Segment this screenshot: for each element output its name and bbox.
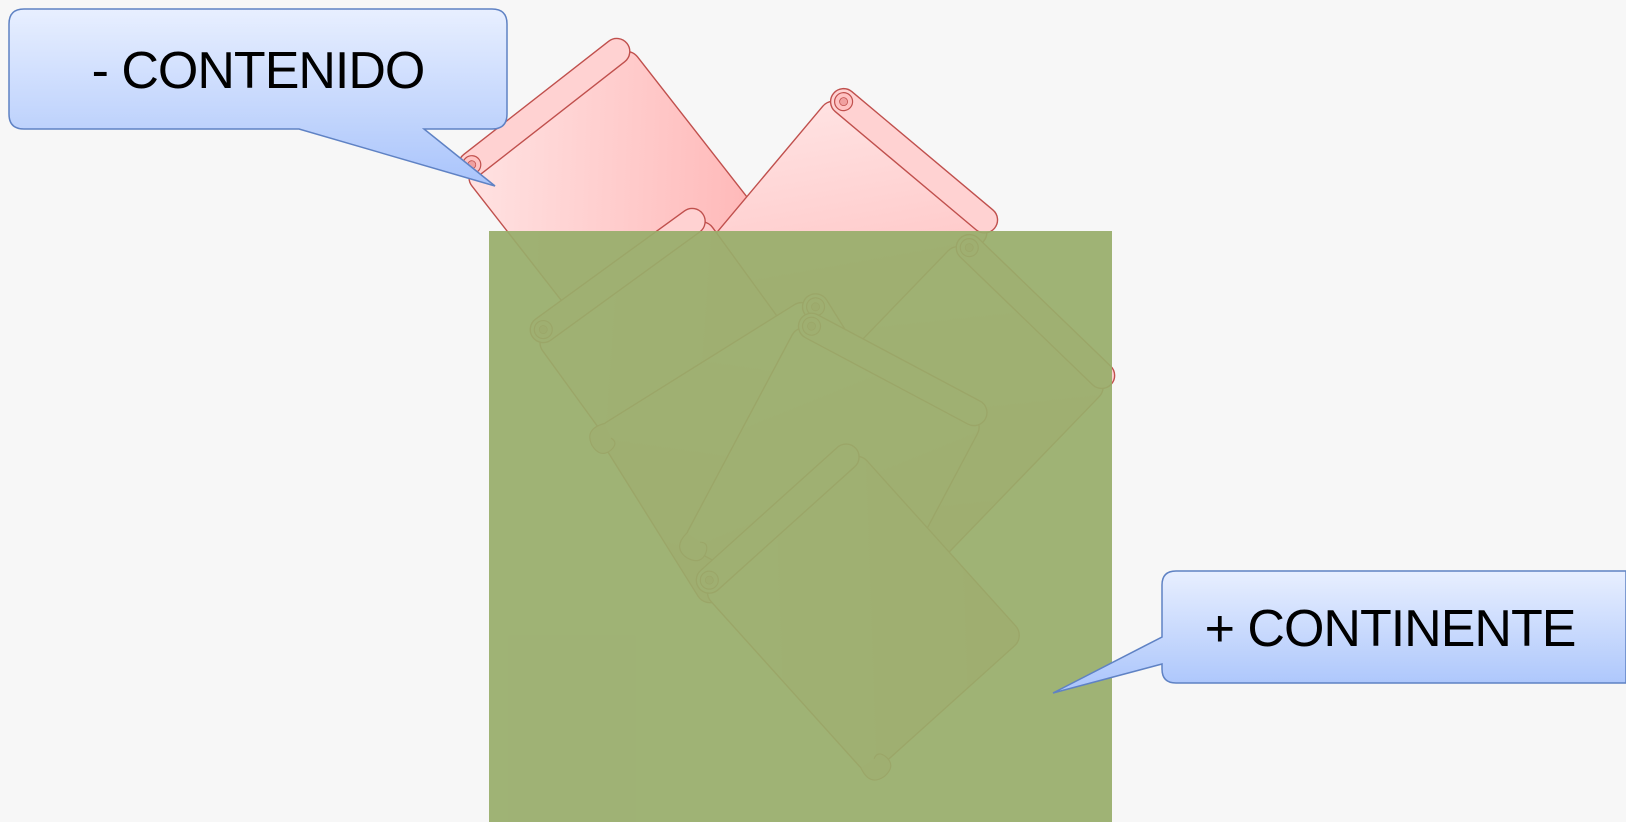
callout-less-content-label: - CONTENIDO (92, 42, 425, 100)
callout-more-continent: + CONTINENTE (1052, 570, 1626, 694)
callout-more-continent-label: + CONTINENTE (1205, 600, 1576, 658)
container-box (489, 231, 1112, 822)
callout-less-content: - CONTENIDO (8, 8, 508, 187)
